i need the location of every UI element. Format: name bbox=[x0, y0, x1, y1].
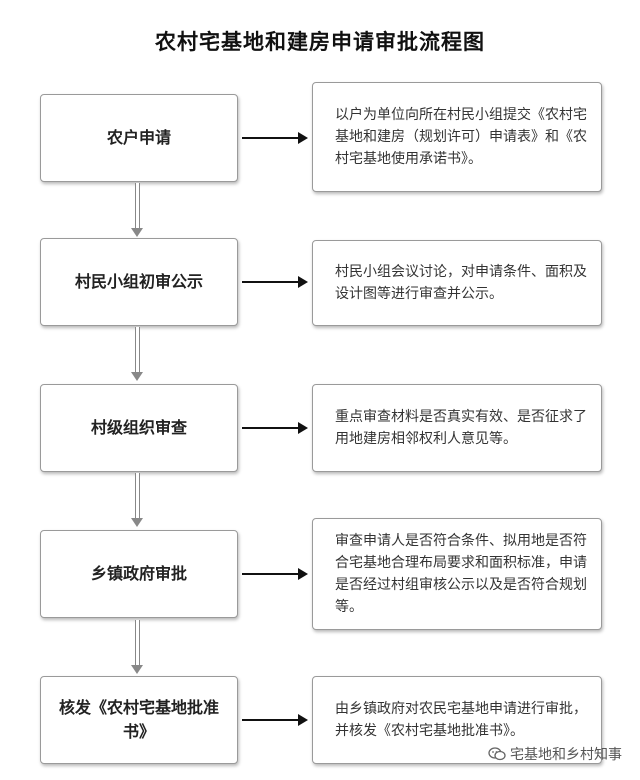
page-title: 农村宅基地和建房申请审批流程图 bbox=[155, 29, 485, 54]
watermark: 宅基地和乡村知事 bbox=[488, 744, 622, 764]
arrow-down-1 bbox=[131, 183, 143, 237]
step-box-2: 村民小组初审公示 bbox=[40, 238, 238, 326]
arrow-right-2 bbox=[242, 276, 308, 288]
arrow-down-2 bbox=[131, 327, 143, 381]
step-desc-1: 以户为单位向所在村民小组提交《农村宅基地和建房（规划许可）申请表》和《农村宅基地… bbox=[312, 82, 602, 192]
arrow-right-3 bbox=[242, 422, 308, 434]
step-box-5: 核发《农村宅基地批准书》 bbox=[40, 676, 238, 764]
step-desc-5: 由乡镇政府对农民宅基地申请进行审批，并核发《农村宅基地批准书》。 bbox=[312, 676, 602, 764]
arrow-right-1 bbox=[242, 132, 308, 144]
step-desc-text-4: 审查申请人是否符合条件、拟用地是否符合宅基地合理布局要求和面积标准，申请是否经过… bbox=[335, 533, 587, 615]
step-box-1: 农户申请 bbox=[40, 94, 238, 182]
step-desc-text-3: 重点审查材料是否真实有效、是否征求了用地建房相邻权利人意见等。 bbox=[335, 409, 587, 447]
step-desc-4: 审查申请人是否符合条件、拟用地是否符合宅基地合理布局要求和面积标准，申请是否经过… bbox=[312, 518, 602, 630]
step-desc-2: 村民小组会议讨论，对申请条件、面积及设计图等进行审查并公示。 bbox=[312, 240, 602, 326]
arrow-right-4 bbox=[242, 568, 308, 580]
step-desc-3: 重点审查材料是否真实有效、是否征求了用地建房相邻权利人意见等。 bbox=[312, 384, 602, 472]
step-desc-text-5: 由乡镇政府对农民宅基地申请进行审批，并核发《农村宅基地批准书》。 bbox=[335, 701, 587, 739]
arrow-down-3 bbox=[131, 473, 143, 527]
wechat-icon bbox=[488, 747, 506, 761]
step-desc-text-2: 村民小组会议讨论，对申请条件、面积及设计图等进行审查并公示。 bbox=[335, 264, 587, 302]
step-box-4: 乡镇政府审批 bbox=[40, 530, 238, 618]
arrow-right-5 bbox=[242, 714, 308, 726]
step-box-3: 村级组织审查 bbox=[40, 384, 238, 472]
arrow-down-4 bbox=[131, 620, 143, 674]
step-desc-text-1: 以户为单位向所在村民小组提交《农村宅基地和建房（规划许可）申请表》和《农村宅基地… bbox=[335, 107, 587, 167]
watermark-text: 宅基地和乡村知事 bbox=[510, 747, 622, 763]
